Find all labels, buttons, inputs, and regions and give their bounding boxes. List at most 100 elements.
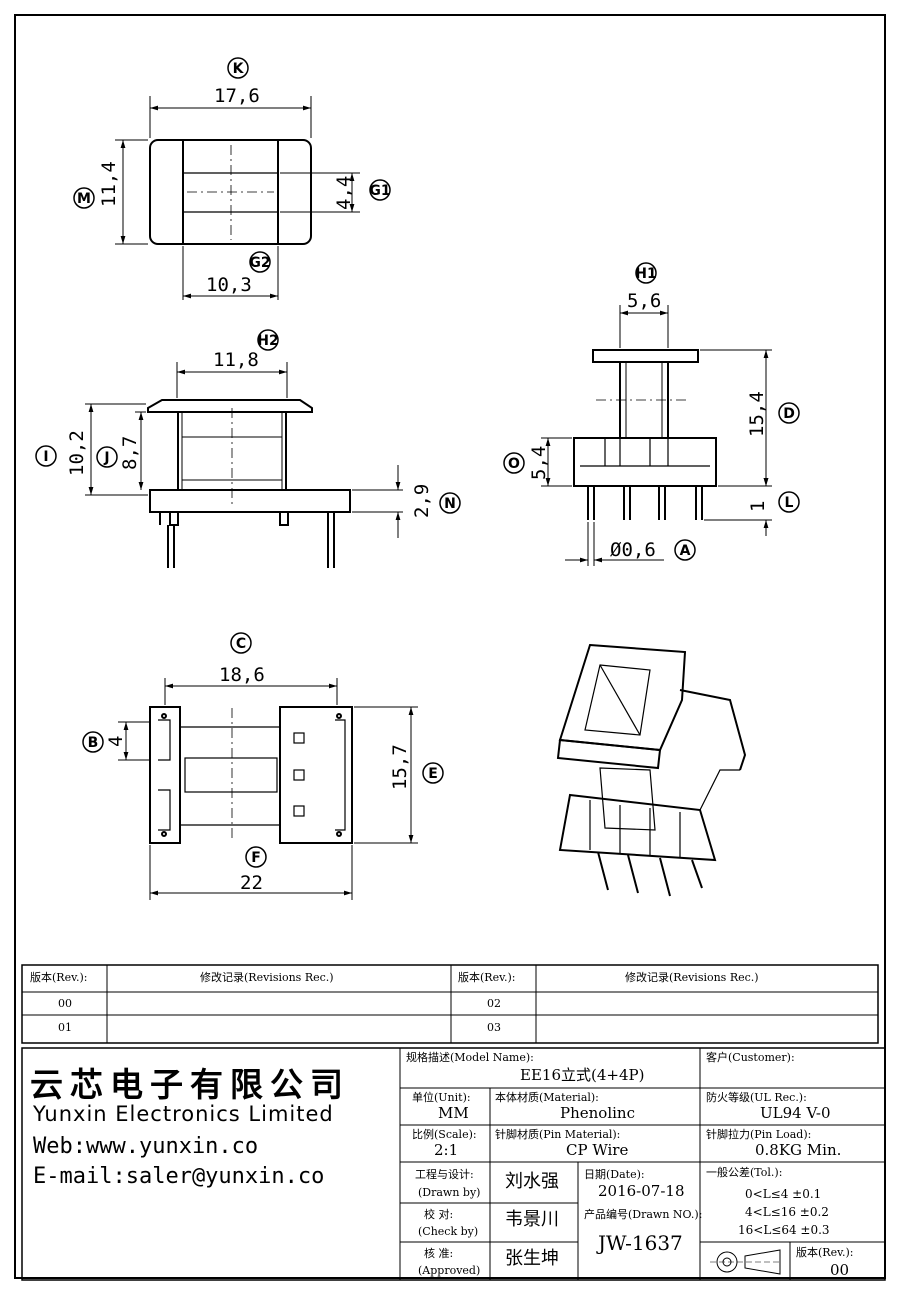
callout-label-E: E (428, 766, 438, 782)
callout-label-D: D (783, 406, 795, 422)
dim-I: 10,2 (66, 430, 88, 476)
pin-material-label: 针脚材质(Pin Material): (495, 1128, 621, 1141)
callout-circle-G2 (249, 251, 271, 273)
drawn-no-label: 产品编号(Drawn NO.): (584, 1208, 703, 1221)
material-label: 本体材质(Material): (495, 1091, 599, 1104)
dim-E: 15,7 (389, 744, 411, 790)
callout-circle-B (82, 731, 104, 753)
dim-N: 2,9 (411, 484, 433, 518)
approved-label-en: (Approved) (418, 1264, 481, 1277)
unit-label: 单位(Unit): (412, 1091, 471, 1104)
rev-row-03: 03 (487, 1021, 501, 1034)
rev-col-header-2: 版本(Rev.): (458, 971, 516, 984)
ul-label: 防火等级(UL Rec.): (706, 1091, 807, 1104)
callout-label-H1: H1 (635, 266, 656, 282)
drawn-by-value: 刘水强 (505, 1171, 559, 1192)
top-view (149, 139, 312, 245)
callout-label-K: K (233, 61, 245, 77)
callout-circle-J (96, 446, 118, 468)
unit-value: MM (438, 1104, 469, 1122)
scale-label: 比例(Scale): (412, 1128, 477, 1141)
callout-label-L: L (785, 495, 794, 511)
callout-circle-A (674, 539, 696, 561)
callout-label-N: N (444, 496, 456, 512)
callout-circle-C (230, 632, 252, 654)
callout-label-G2: G2 (249, 255, 270, 271)
callout-circle-G1 (369, 179, 391, 201)
tol-row-1: 0<L≤4 ±0.1 (745, 1187, 822, 1201)
dim-K: 17,6 (214, 85, 260, 107)
callout-label-M: M (77, 191, 91, 207)
approved-by-value: 张生坤 (505, 1248, 559, 1269)
dim-F: 22 (240, 872, 263, 894)
rev-label: 版本(Rev.): (796, 1246, 854, 1259)
approved-label-cn: 核 准: (424, 1247, 454, 1260)
dim-B: 4 (105, 736, 127, 747)
check-label-cn: 校 对: (424, 1208, 454, 1221)
side-view (573, 349, 717, 520)
tol-row-3: 16<L≤64 ±0.3 (738, 1223, 830, 1237)
dim-G2: 10,3 (206, 274, 252, 296)
callout-circle-H1 (635, 262, 657, 284)
check-by-value: 韦景川 (505, 1209, 559, 1230)
rev-row-00: 00 (58, 997, 72, 1010)
callout-label-A: A (680, 543, 691, 559)
callout-label-B: B (88, 735, 99, 751)
dim-C: 18,6 (219, 664, 265, 686)
pin-load-label: 针脚拉力(Pin Load): (706, 1128, 812, 1141)
callout-label-O: O (508, 456, 520, 472)
callout-circle-D (778, 402, 800, 424)
callout-circle-O (503, 452, 525, 474)
customer-label: 客户(Customer): (706, 1051, 795, 1064)
rev-row-01: 01 (58, 1021, 72, 1034)
callout-circle-M (73, 187, 95, 209)
callout-circle-E (422, 762, 444, 784)
callout-circle-F (245, 846, 267, 868)
date-value: 2016-07-18 (598, 1182, 685, 1200)
callout-label-C: C (236, 636, 246, 652)
tol-row-2: 4<L≤16 ±0.2 (745, 1205, 829, 1219)
rev-value: 00 (830, 1261, 850, 1279)
callout-label-I: I (43, 449, 48, 465)
rec-col-header-2: 修改记录(Revisions Rec.) (625, 971, 759, 984)
dim-J: 8,7 (119, 436, 141, 470)
model-label: 规格描述(Model Name): (406, 1051, 534, 1064)
scale-value: 2:1 (434, 1141, 459, 1159)
company-email: E-mail:saler@yunxin.co (33, 1164, 325, 1189)
dim-H1: 5,6 (627, 290, 661, 312)
drawn-no-value: JW-1637 (598, 1231, 683, 1255)
callout-circle-H2 (257, 329, 279, 351)
model-value: EE16立式(4+4P) (520, 1066, 645, 1084)
date-label: 日期(Date): (584, 1168, 645, 1181)
callout-circle-I (35, 445, 57, 467)
dim-O: 5,4 (528, 446, 550, 480)
callout-label-F: F (251, 850, 261, 866)
rec-col-header-1: 修改记录(Revisions Rec.) (200, 971, 334, 984)
rev-row-02: 02 (487, 997, 501, 1010)
callout-label-H2: H2 (257, 333, 278, 349)
front-view (147, 399, 351, 568)
dim-L: 1 (747, 501, 769, 512)
bottom-view (149, 706, 353, 844)
dim-G1: 4,4 (333, 176, 355, 210)
callout-circle-N (439, 492, 461, 514)
pin-material-value: CP Wire (566, 1141, 629, 1159)
callout-circle-K (227, 57, 249, 79)
isometric-view (556, 643, 747, 897)
company-web: Web:www.yunxin.co (33, 1134, 259, 1159)
ul-value: UL94 V-0 (760, 1104, 831, 1122)
dim-H2: 11,8 (213, 349, 259, 371)
callout-label-J: J (103, 450, 109, 466)
tol-label: 一般公差(Tol.): (706, 1166, 783, 1179)
pin-load-value: 0.8KG Min. (755, 1141, 842, 1159)
callout-label-G1: G1 (369, 183, 390, 199)
drawn-label-en: (Drawn by) (418, 1186, 481, 1199)
drawn-label-cn: 工程与设计: (415, 1168, 474, 1181)
dim-A: Ø0,6 (610, 539, 656, 561)
dim-D: 15,4 (746, 391, 768, 437)
company-name-en: Yunxin Electronics Limited (33, 1102, 334, 1126)
material-value: Phenolinc (560, 1104, 635, 1122)
check-label-en: (Check by) (418, 1225, 479, 1238)
callout-circle-L (778, 491, 800, 513)
